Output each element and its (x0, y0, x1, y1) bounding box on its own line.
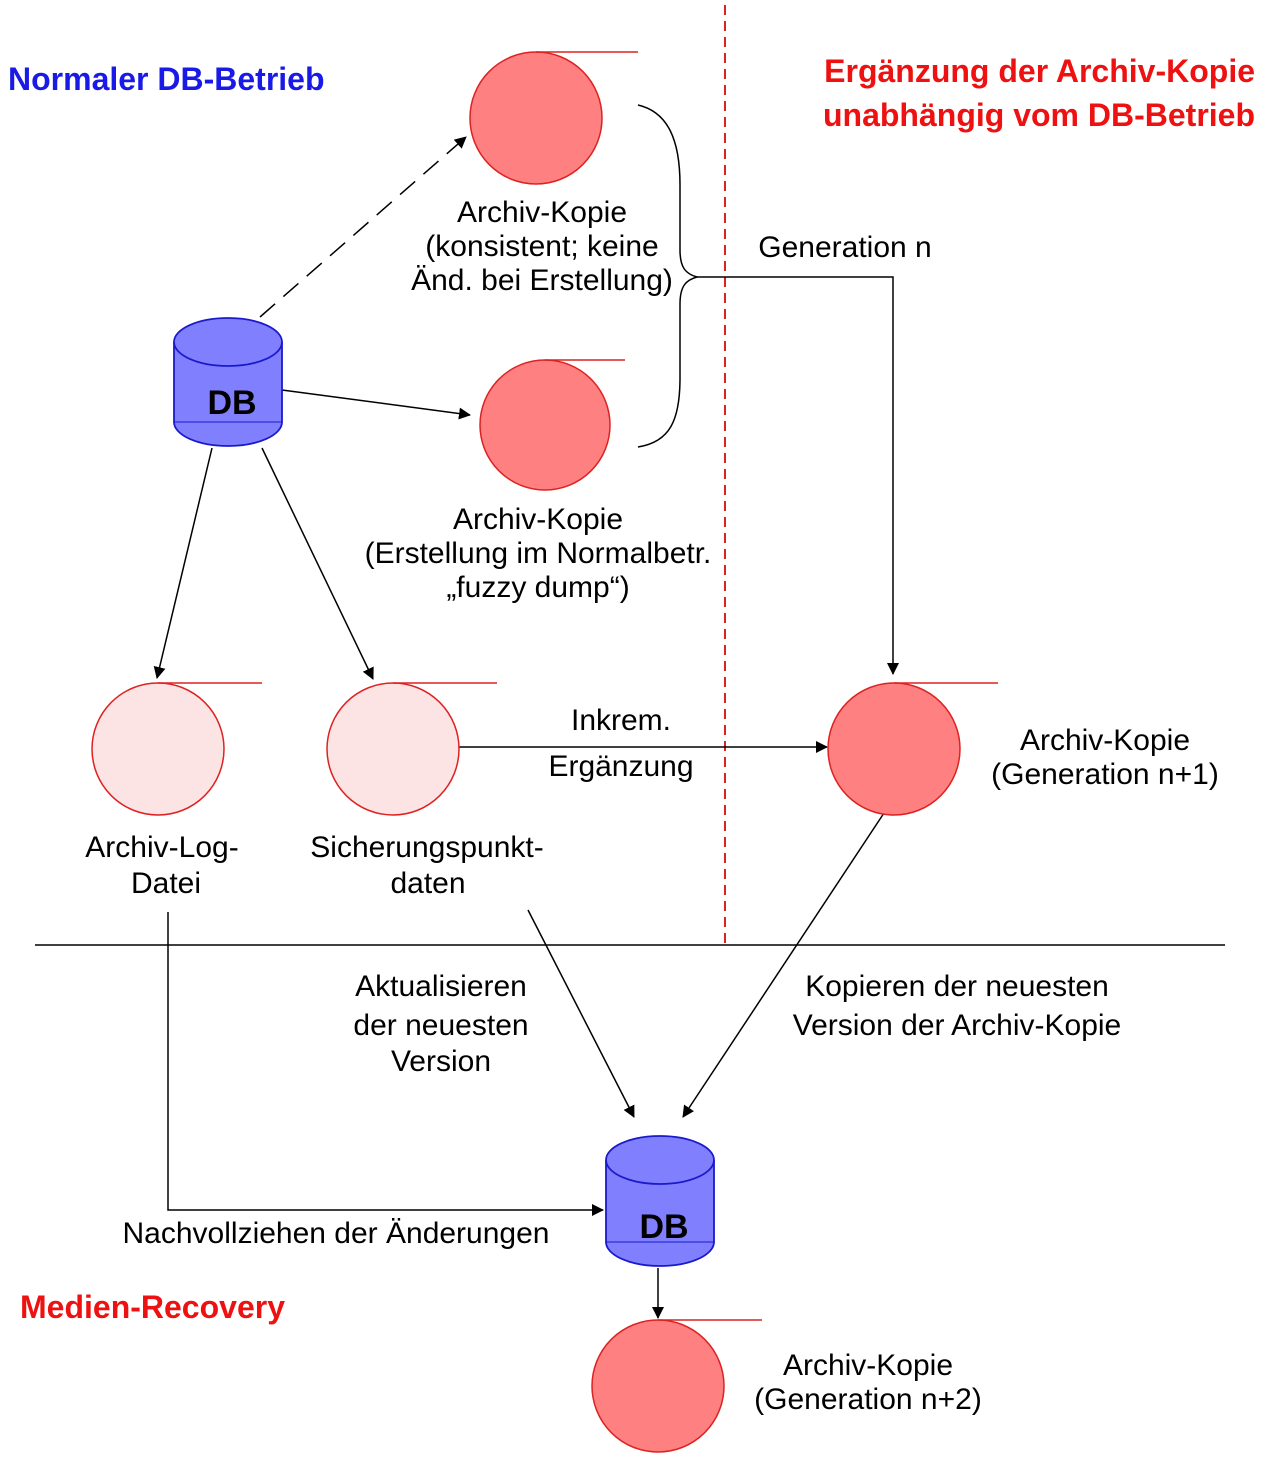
label-archiv-log-line2: Datei (131, 867, 201, 900)
archive-circle-konsistent (469, 51, 638, 185)
label-inkrem-line2: Ergänzung (548, 750, 693, 783)
label-kopieren-line2: Version der Archiv-Kopie (793, 1009, 1122, 1042)
label-gen-n1-line2: (Generation n+1) (991, 758, 1219, 791)
heading-normal: Normaler DB-Betrieb (8, 61, 325, 97)
label-gen-n1-line1: Archiv-Kopie (1020, 724, 1190, 757)
label-konsistent-line3: Änd. bei Erstellung) (411, 264, 673, 297)
archive-circle-gen-n1 (827, 682, 998, 816)
arrow-db-to-sicherung (261, 447, 374, 680)
arrow-nachvollziehen (167, 912, 604, 1216)
label-fuzzy-line3: „fuzzy dump“) (446, 571, 629, 604)
db-cylinder-recovery: DB (605, 1135, 715, 1267)
db-cylinder-top: DB (173, 317, 283, 447)
label-fuzzy-line2: (Erstellung im Normalbetr. (365, 537, 712, 570)
sicherung-circle (326, 682, 497, 816)
archive-circle-fuzzy (479, 359, 625, 491)
db-label-recovery: DB (639, 1208, 688, 1246)
arrow-generation-n (697, 276, 899, 675)
label-nachvollziehen: Nachvollziehen der Änderungen (123, 1217, 550, 1250)
label-inkrem-line1: Inkrem. (571, 704, 671, 737)
label-konsistent-line2: (konsistent; keine (425, 230, 658, 263)
label-sicherung-line2: daten (390, 867, 465, 900)
heading-ergaenzung-line2: unabhängig vom DB-Betrieb (823, 97, 1255, 133)
label-kopieren-line1: Kopieren der neuesten (805, 970, 1109, 1003)
label-generation-n: Generation n (758, 231, 931, 264)
archive-circle-gen-n2 (591, 1319, 762, 1453)
brace-generation-n (637, 104, 700, 448)
label-gen-n2-line2: (Generation n+2) (754, 1383, 982, 1416)
db-label-top: DB (207, 384, 256, 422)
label-aktualisieren-line2: der neuesten (353, 1009, 528, 1042)
label-fuzzy-line1: Archiv-Kopie (453, 503, 623, 536)
label-aktualisieren-line3: Version (391, 1045, 491, 1078)
label-konsistent-line1: Archiv-Kopie (457, 196, 627, 229)
archive-log-circle (91, 682, 262, 816)
arrow-db-to-konsistent (259, 136, 467, 318)
arrow-kopieren (682, 812, 885, 1118)
arrow-db-to-archiv-log (153, 447, 213, 679)
label-gen-n2-line1: Archiv-Kopie (783, 1349, 953, 1382)
arrow-aktualisieren (527, 909, 635, 1118)
heading-ergaenzung-line1: Ergänzung der Archiv-Kopie (824, 53, 1255, 89)
label-sicherung-line1: Sicherungspunkt- (310, 831, 543, 864)
heading-recovery: Medien-Recovery (20, 1289, 285, 1325)
arrow-db-to-fuzzy (281, 389, 471, 420)
label-archiv-log-line1: Archiv-Log- (85, 831, 238, 864)
label-aktualisieren-line1: Aktualisieren (355, 970, 527, 1003)
